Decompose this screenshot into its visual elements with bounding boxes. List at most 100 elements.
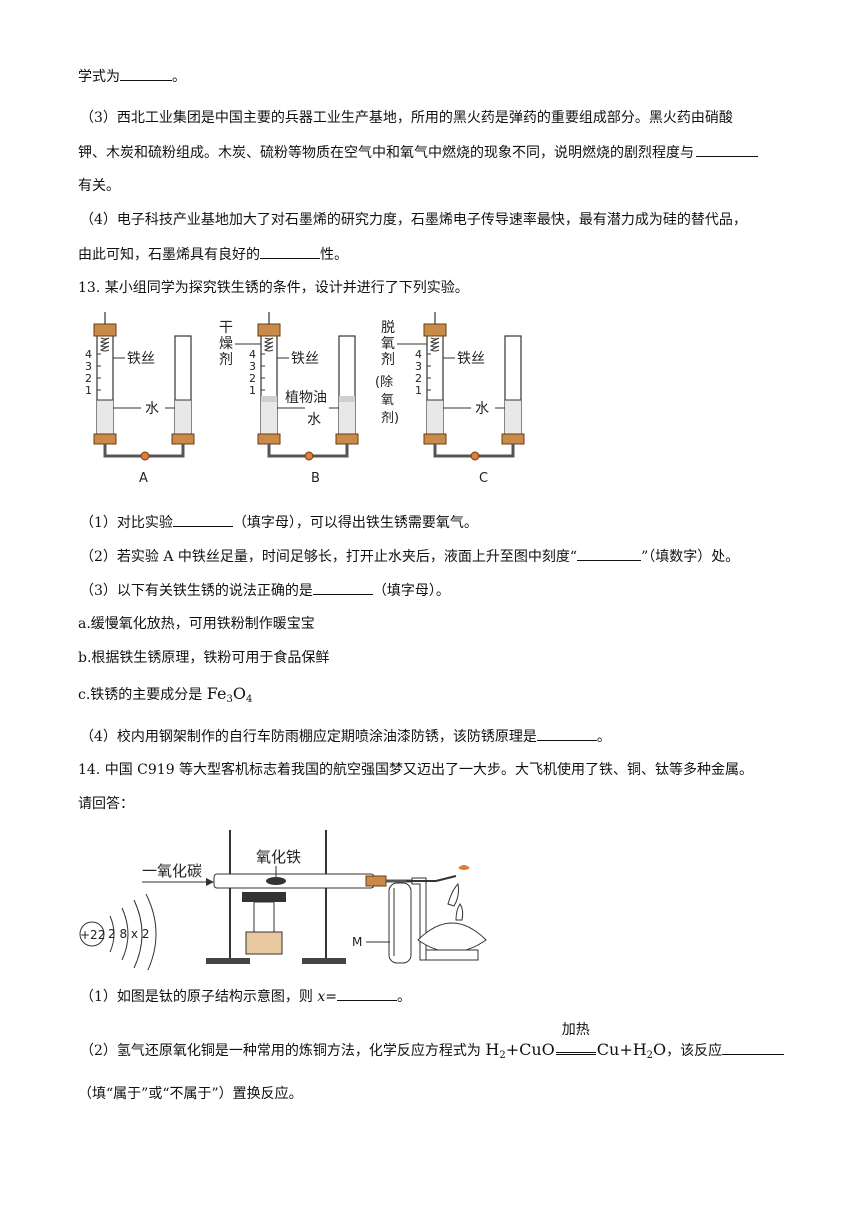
question-12-3-line-1: （3）西北工业集团是中国主要的兵器工业生产基地，所用的黑火药是弹药的重要组成部分… [80,110,733,126]
m-label: M [352,935,362,949]
setup-c: 脱 氧 剂 (除 氧 剂) 4 3 2 1 铁丝 水 C [375,310,526,486]
caption-b: B [311,471,320,486]
iron-wire-label: 铁丝 [127,351,155,367]
text: （1）对比实验 [80,515,173,531]
answer-blank[interactable] [696,142,758,157]
answer-blank[interactable] [577,546,642,561]
text: 学式为 [78,69,120,85]
scale-4: 4 [85,348,92,361]
scale-3: 3 [249,360,256,373]
text: 。 [172,69,186,85]
text: （2）氢气还原氧化铜是一种常用的炼铜方法，化学反应方程式为 [80,1043,486,1059]
variable-x: x [317,989,326,1005]
scale-4: 4 [249,348,256,361]
scale-3: 3 [85,360,92,373]
desiccant-char-3: 剂 [219,352,233,368]
text: ，该反应 [666,1043,723,1059]
answer-blank[interactable] [722,1040,785,1055]
co-reduction-figure: +22 2 8 x 2 一氧化碳 氧化铁 M [79,830,487,970]
formula-sub: 2 [499,1050,506,1061]
text: （3）以下有关铁生锈的说法正确的是 [80,583,313,599]
question-14-2-continued: （填“属于”或“不属于”）置换反应。 [78,1086,303,1102]
question-13-3: （3）以下有关铁生锈的说法正确的是 （填字母）。 [80,580,450,601]
question-13-2: （2）若实验 A 中铁丝足量，时间足够长，打开止水夹后，液面上升至图中刻度“ ”（… [80,546,739,567]
answer-blank[interactable] [260,244,320,259]
water-label: 水 [307,412,321,428]
text: （2）若实验 A 中铁丝足量，时间足够长，打开止水夹后，液面上升至图中刻度“ [80,549,578,565]
answer-blank[interactable] [536,726,597,741]
scale-1: 1 [415,384,422,397]
formula-sub: 4 [245,694,253,705]
caption-c: C [479,471,488,486]
desiccant-char-1: 干 [219,320,233,336]
question-13-4: （4）校内用钢架制作的自行车防雨棚应定期喷涂油漆防锈，该防锈原理是。 [80,726,611,747]
question-12-4-line-2: 由此可知，石墨烯具有良好的 性。 [78,244,348,265]
answer-blank[interactable] [337,986,397,1001]
question-12-3-line-3: 有关。 [78,178,120,194]
titanium-atom-diagram: +22 2 8 x 2 [79,893,157,970]
text: （填字母），可以得出铁生锈需要氧气。 [232,515,478,531]
answer-blank[interactable] [120,66,172,81]
question-14-line-1: 14. 中国 C919 等大型客机标志着我国的航空强国梦又迈出了一大步。大飞机使… [78,762,754,778]
desiccant-char-2: 燥 [219,336,233,352]
deoxidizer-char-1: 脱 [381,320,395,336]
iron-wire-label: 铁丝 [457,351,485,367]
answer-blank[interactable] [172,512,233,527]
nucleus-label: +22 [80,928,105,942]
option-b: b.根据铁生锈原理，铁粉可用于食品保鲜 [78,650,330,666]
scale-2: 2 [415,372,422,385]
condition-text: 加热 [561,1022,590,1038]
question-12-4-line-1: （4）电子科技产业基地加大了对石墨烯的研究力度，石墨烯电子传导速率最快，最有潜力… [80,212,747,228]
deoxidizer-note-2: 氧 [381,393,394,408]
deoxidizer-char-2: 氧 [381,336,395,352]
formula-fe: Fe [206,684,227,703]
answer-line-1: 学式为 。 [78,66,186,87]
question-12-3-line-2: 钾、木炭和硫粉组成。木炭、硫粉等物质在空气中和氧气中燃烧的现象不同，说明燃烧的剧… [78,142,758,163]
question-14-1: （1）如图是钛的原子结构示意图，则 x= 。 [80,986,411,1007]
formula-sub: 3 [226,694,233,705]
text: 。 [397,989,411,1005]
question-13-title: 13. 某小组同学为探究铁生锈的条件，设计并进行了下列实验。 [78,280,469,296]
reaction-condition: 加热 [555,1022,596,1055]
text: ”（填数字）处。 [641,549,740,565]
option-c: c.铁锈的主要成分是 Fe3O4 [78,684,252,710]
text: 。 [596,729,611,745]
option-a: a.缓慢氧化放热，可用铁粉制作暖宝宝 [78,616,315,632]
rust-experiment-figure: 4 3 2 1 铁丝 水 A 干 燥 剂 4 3 2 1 铁丝 植物油 水 B [85,310,526,486]
text: 钾、木炭和硫粉组成。木炭、硫粉等物质在空气中和氧气中燃烧的现象不同，说明燃烧的剧… [78,145,694,161]
deoxidizer-note-3: 剂) [381,411,399,426]
question-14-line-2: 请回答： [78,796,134,812]
text: = [325,989,337,1005]
scale-2: 2 [85,372,92,385]
shell-electrons: 2 8 x 2 [108,927,149,941]
scale-4: 4 [415,348,422,361]
formula-o: O [653,1040,667,1059]
fe2o3-label: 氧化铁 [256,848,301,866]
oil-label: 植物油 [285,390,327,406]
setup-b: 干 燥 剂 4 3 2 1 铁丝 植物油 水 B [219,310,360,486]
answer-blank[interactable] [312,580,373,595]
formula-cuo: +CuO [505,1040,555,1059]
text: 由此可知，石墨烯具有良好的 [78,247,260,263]
caption-a: A [139,471,148,486]
scale-1: 1 [249,384,256,397]
formula-o: O [232,684,246,703]
text: （1）如图是钛的原子结构示意图，则 [80,989,318,1005]
co-label: 一氧化碳 [142,862,202,880]
water-label: 水 [475,401,489,417]
text: c.铁锈的主要成分是 [78,687,207,703]
formula-h: H [485,1040,500,1059]
scale-3: 3 [415,360,422,373]
setup-a: 4 3 2 1 铁丝 水 A [85,310,196,486]
iron-wire-label: 铁丝 [291,351,319,367]
deoxidizer-note-1: (除 [375,375,393,390]
text: （填字母）。 [372,583,450,599]
scale-1: 1 [85,384,92,397]
formula-sub: 2 [646,1050,654,1061]
text: 性。 [320,247,348,263]
water-label: 水 [145,401,159,417]
deoxidizer-char-3: 剂 [381,352,395,368]
formula-cu-h: Cu+H [596,1040,647,1059]
question-13-1: （1）对比实验 （填字母），可以得出铁生锈需要氧气。 [80,512,478,533]
